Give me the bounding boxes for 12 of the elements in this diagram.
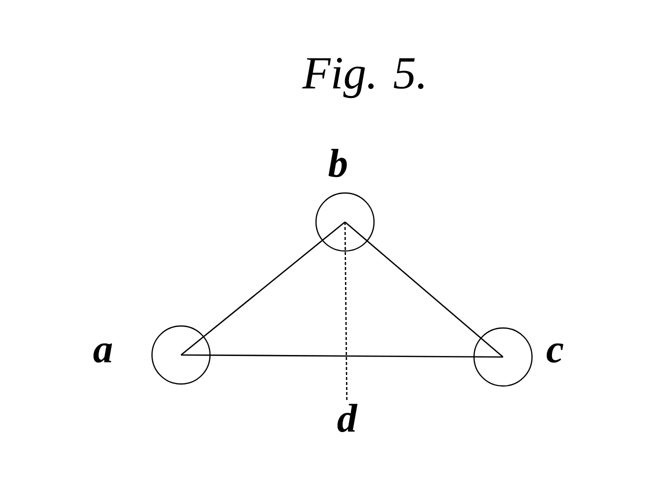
- circle: [151, 325, 211, 385]
- node-label: d: [337, 404, 358, 432]
- connector-line: [344, 222, 504, 358]
- node-label: c: [546, 343, 564, 363]
- circle: [473, 327, 533, 387]
- circle: [315, 192, 375, 252]
- connector-line: [180, 222, 346, 356]
- figure-title: Fig. 5.: [302, 58, 424, 98]
- node-label: b: [328, 148, 347, 178]
- connector-line: [344, 222, 348, 402]
- connector-line: [181, 354, 504, 358]
- node-label: a: [93, 343, 112, 363]
